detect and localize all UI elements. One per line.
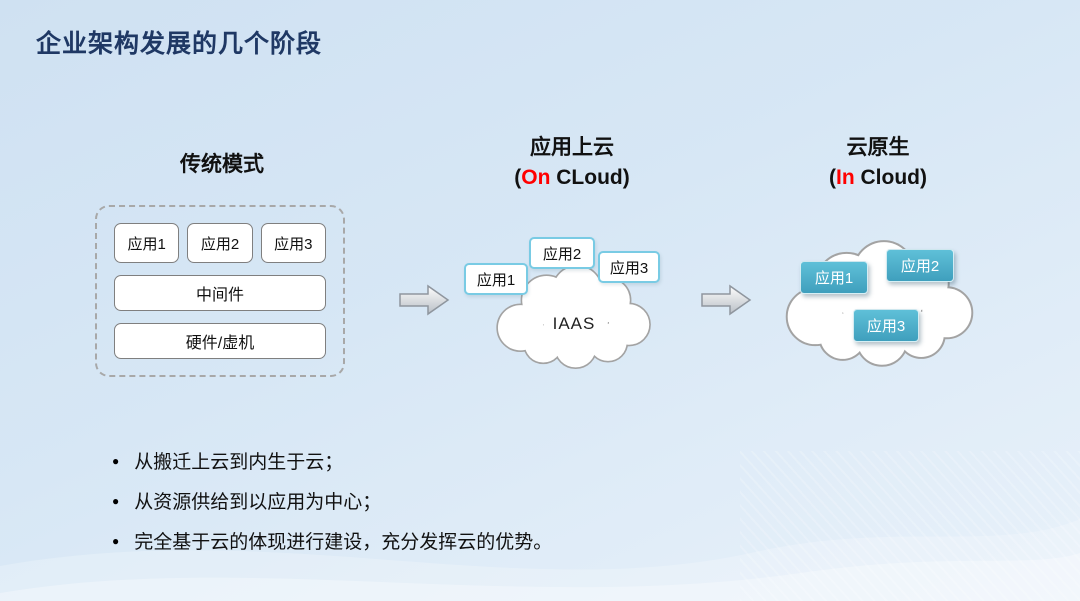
- bullet-icon: ●: [112, 493, 120, 508]
- background-texture: [740, 451, 1080, 601]
- stage1-title: 传统模式: [180, 153, 264, 176]
- stage2-header: 应用上云 (On CLoud): [472, 133, 672, 193]
- app-box-1: 应用1: [114, 223, 180, 263]
- bullet-text: 从搬迁上云到内生于云；: [134, 452, 344, 473]
- bullet-icon: ●: [112, 453, 120, 468]
- iaas-label: IAAS: [552, 314, 596, 333]
- bullet-text: 从资源供给到以应用为中心；: [134, 492, 382, 513]
- iaas-cloud-shape: IAAS: [485, 248, 663, 380]
- oncloud-app-box-3: 应用3: [598, 251, 660, 283]
- app-box-2: 应用2: [187, 223, 253, 263]
- bullet-list: ● 从搬迁上云到内生于云； ● 从资源供给到以应用为中心； ● 完全基于云的体现…: [112, 447, 552, 554]
- list-item: ● 完全基于云的体现进行建设，充分发挥云的优势。: [112, 527, 552, 554]
- stage2-subtitle-accent: On: [521, 166, 551, 189]
- arrow-right-icon: [399, 284, 450, 316]
- stage2-title: 应用上云: [530, 136, 614, 159]
- incloud-app-box-1: 应用1: [800, 261, 868, 294]
- middleware-box: 中间件: [114, 275, 326, 311]
- list-item: ● 从搬迁上云到内生于云；: [112, 447, 552, 474]
- oncloud-app-box-2: 应用2: [529, 237, 595, 269]
- app-row: 应用1 应用2 应用3: [114, 223, 326, 263]
- bullet-text: 完全基于云的体现进行建设，充分发挥云的优势。: [134, 532, 553, 553]
- stage3-header: 云原生 (In Cloud): [778, 133, 978, 193]
- cloud-native-shape: [772, 222, 988, 378]
- app-box-3: 应用3: [260, 223, 326, 263]
- stage3-title: 云原生: [846, 136, 910, 159]
- bullet-icon: ●: [112, 533, 120, 548]
- incloud-app-box-3: 应用3: [853, 309, 919, 342]
- list-item: ● 从资源供给到以应用为中心；: [112, 487, 552, 514]
- traditional-stack-container: 应用1 应用2 应用3 中间件 硬件/虚机: [95, 205, 345, 377]
- stage3-subtitle: (In Cloud): [829, 166, 927, 189]
- incloud-app-box-2: 应用2: [886, 249, 954, 282]
- stage2-subtitle: (On CLoud): [514, 166, 630, 189]
- arrow-right-icon: [701, 284, 752, 316]
- page-title: 企业架构发展的几个阶段: [36, 30, 323, 58]
- hardware-box: 硬件/虚机: [114, 323, 326, 359]
- oncloud-app-box-1: 应用1: [464, 263, 528, 295]
- stage3-subtitle-accent: In: [836, 166, 855, 189]
